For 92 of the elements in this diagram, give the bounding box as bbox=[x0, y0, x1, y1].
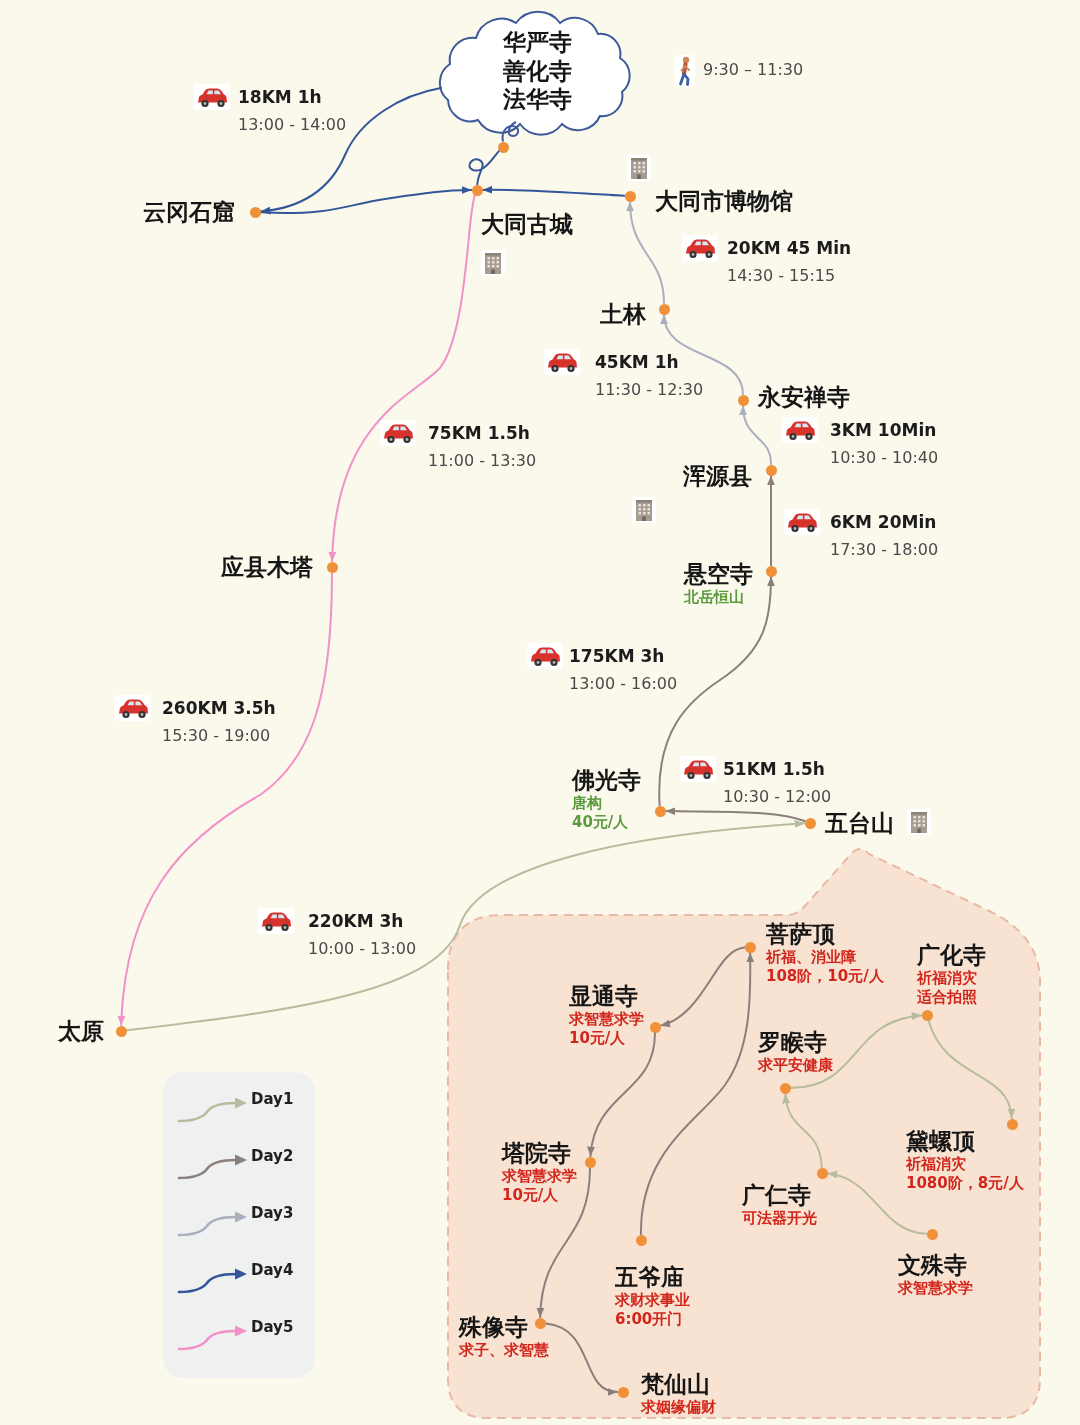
place-name: 显通寺 bbox=[569, 983, 638, 1010]
route-arrow bbox=[536, 1166, 591, 1319]
time-range-text: 14:30 - 15:15 bbox=[727, 265, 836, 287]
place-note: 108阶，10元/人 bbox=[766, 967, 884, 986]
place-name: 梵仙山 bbox=[641, 1371, 710, 1398]
distance-text: 6KM 20Min bbox=[830, 511, 937, 534]
route-arrow bbox=[789, 1012, 923, 1089]
route-arrow bbox=[544, 1322, 619, 1395]
place-note: 求智慧求学 bbox=[898, 1279, 973, 1298]
distance-text: 20KM 45 Min bbox=[727, 237, 852, 260]
route-arrow bbox=[659, 946, 746, 1027]
time-range-text: 11:00 - 13:30 bbox=[428, 450, 537, 472]
place-note: 6:00开门 bbox=[615, 1310, 683, 1329]
place-name: 大同古城 bbox=[481, 211, 573, 238]
place-note: 40元/人 bbox=[572, 813, 629, 832]
place-note: 1080阶，8元/人 bbox=[906, 1174, 1024, 1193]
route-arrow bbox=[664, 807, 806, 822]
route-arrow bbox=[782, 1092, 823, 1169]
place-name: 大同市博物馆 bbox=[655, 188, 793, 215]
distance-text: 175KM 3h bbox=[569, 645, 665, 668]
route-arrow bbox=[587, 1031, 656, 1158]
place-name: 浑源县 bbox=[683, 463, 752, 490]
time-range-text: 9:30 – 11:30 bbox=[703, 59, 804, 81]
distance-text: 220KM 3h bbox=[308, 910, 404, 933]
temple-name: 善化寺 bbox=[502, 56, 572, 85]
place-name: 太原 bbox=[58, 1018, 104, 1045]
place-name: 殊像寺 bbox=[459, 1314, 528, 1341]
distance-text: 18KM 1h bbox=[238, 86, 322, 109]
time-range-text: 17:30 - 18:00 bbox=[830, 539, 939, 561]
time-range-text: 10:00 - 13:00 bbox=[308, 938, 417, 960]
distance-text: 75KM 1.5h bbox=[428, 422, 530, 445]
distance-text: 51KM 1.5h bbox=[723, 758, 825, 781]
place-note: 求子、求智慧 bbox=[459, 1341, 549, 1360]
place-note: 祈福消灾 bbox=[917, 969, 977, 988]
place-note: 可法器开光 bbox=[742, 1209, 817, 1228]
place-name: 广化寺 bbox=[917, 942, 986, 969]
place-note: 10元/人 bbox=[502, 1186, 559, 1205]
route-arrow bbox=[639, 951, 755, 1236]
time-range-text: 13:00 - 14:00 bbox=[238, 114, 347, 136]
legend-label: Day5 bbox=[251, 1318, 294, 1336]
distance-text: 260KM 3.5h bbox=[162, 697, 276, 720]
place-name: 云冈石窟 bbox=[143, 199, 235, 226]
place-note: 唐构 bbox=[572, 794, 602, 813]
place-note: 10元/人 bbox=[569, 1029, 626, 1048]
place-note: 求姻缘偏财 bbox=[641, 1398, 716, 1417]
time-range-text: 15:30 - 19:00 bbox=[162, 725, 271, 747]
route-arrow bbox=[927, 1019, 1015, 1120]
time-range-text: 10:30 - 10:40 bbox=[830, 447, 939, 469]
route-arrow bbox=[739, 404, 772, 466]
place-name: 黛螺顶 bbox=[906, 1128, 975, 1155]
place-name: 五台山 bbox=[825, 810, 894, 837]
place-note: 祈福、消业障 bbox=[766, 948, 856, 967]
place-note: 祈福消灾 bbox=[906, 1155, 966, 1174]
place-name: 菩萨顶 bbox=[766, 921, 835, 948]
route-arrow bbox=[481, 185, 626, 197]
route-arrow bbox=[117, 571, 333, 1027]
place-name: 文殊寺 bbox=[898, 1252, 967, 1279]
time-range-text: 13:00 - 16:00 bbox=[569, 673, 678, 695]
route-arrow bbox=[125, 820, 806, 1032]
legend-label: Day4 bbox=[251, 1261, 294, 1279]
temple-name: 华严寺 bbox=[502, 28, 572, 57]
legend-label: Day1 bbox=[251, 1090, 294, 1108]
distance-text: 3KM 10Min bbox=[830, 419, 937, 442]
time-range-text: 10:30 - 12:00 bbox=[723, 786, 832, 808]
place-note: 求智慧求学 bbox=[502, 1167, 577, 1186]
legend-label: Day3 bbox=[251, 1204, 294, 1222]
place-note: 适合拍照 bbox=[917, 988, 977, 1007]
place-name: 应县木塔 bbox=[221, 554, 313, 581]
place-name: 广仁寺 bbox=[742, 1182, 811, 1209]
place-name: 永安禅寺 bbox=[758, 384, 850, 411]
place-name: 佛光寺 bbox=[572, 767, 641, 794]
place-name: 悬空寺 bbox=[684, 561, 753, 588]
route-line bbox=[468, 150, 500, 186]
place-name: 罗睺寺 bbox=[758, 1029, 827, 1056]
place-name: 五爷庙 bbox=[615, 1264, 684, 1291]
legend-label: Day2 bbox=[251, 1147, 294, 1165]
route-arrow bbox=[658, 575, 775, 807]
route-arrow bbox=[259, 186, 473, 214]
place-note: 求财求事业 bbox=[615, 1291, 690, 1310]
place-name: 塔院寺 bbox=[502, 1140, 571, 1167]
route-arrow bbox=[767, 474, 775, 567]
route-arrow bbox=[826, 1171, 928, 1235]
place-note: 求智慧求学 bbox=[569, 1010, 644, 1029]
place-note: 求平安健康 bbox=[758, 1056, 833, 1075]
route-arrow bbox=[328, 194, 476, 563]
distance-text: 45KM 1h bbox=[595, 351, 679, 374]
temple-name: 法华寺 bbox=[502, 85, 572, 114]
time-range-text: 11:30 - 12:30 bbox=[595, 379, 704, 401]
route-arrow bbox=[661, 313, 744, 396]
place-name: 土林 bbox=[600, 301, 646, 328]
place-note: 北岳恒山 bbox=[684, 588, 744, 607]
route-arrow bbox=[626, 200, 665, 305]
